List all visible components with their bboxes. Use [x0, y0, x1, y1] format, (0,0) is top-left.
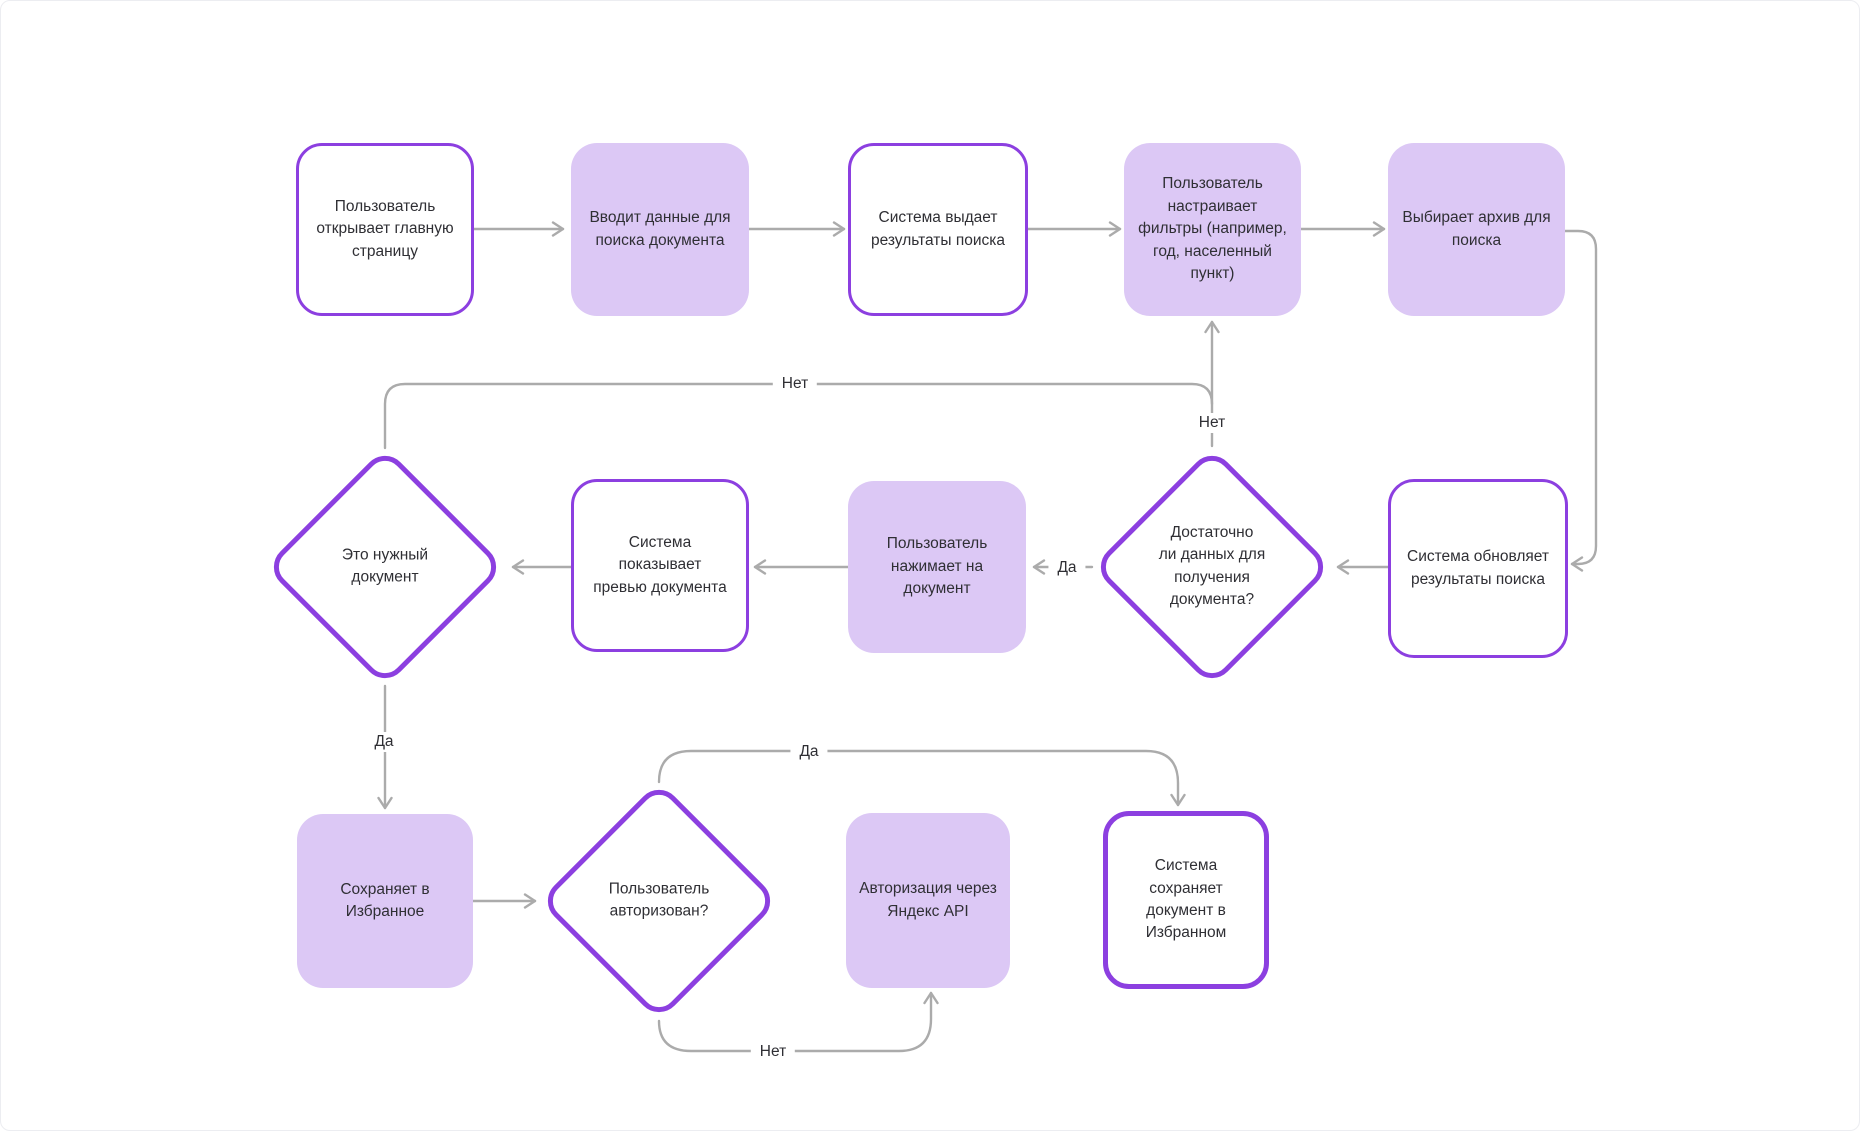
node-choose-archive: Выбирает архив для поиска [1388, 143, 1565, 316]
node-system-saves-favorites: Система сохраняет документ в Избранном [1103, 811, 1269, 989]
node-yandex-auth: Авторизация через Яндекс API [846, 813, 1010, 988]
node-system-updates-results: Система обновляет результаты поиска [1388, 479, 1568, 658]
node-enter-search-data: Вводит данные для поиска документа [571, 143, 749, 316]
edge-authorized-to-savebox-yes [657, 749, 1186, 807]
edge-archive-to-update [1563, 229, 1598, 572]
edge-label-no: Нет [772, 374, 818, 394]
node-user-sets-filters: Пользователь настраивает фильтры (наприм… [1124, 143, 1301, 316]
diamond-label: Достаточно ли данных для получения докум… [1158, 524, 1266, 609]
node-open-main-page: Пользователь открывает главную страницу [296, 143, 474, 316]
edge-label-no: Нет [1189, 413, 1235, 433]
node-save-to-favorites: Сохраняет в Избранное [297, 814, 473, 988]
node-user-clicks-document: Пользователь нажимает на документ [848, 481, 1026, 653]
diamond-label: Это нужный документ [341, 546, 429, 586]
node-system-shows-results: Система выдает результаты поиска [848, 143, 1028, 316]
node-system-shows-preview: Система показывает превью документа [571, 479, 749, 652]
edge-label-yes: Да [1048, 558, 1086, 578]
edge-label-yes: Да [365, 732, 403, 752]
edge-label-yes: Да [790, 742, 828, 762]
diamond-label: Пользователь авторизован? [608, 880, 710, 920]
edge-label-no: Нет [750, 1042, 796, 1062]
edge-needed-to-filters-no [383, 382, 1214, 450]
edge-authorized-to-auth-no [657, 991, 939, 1053]
